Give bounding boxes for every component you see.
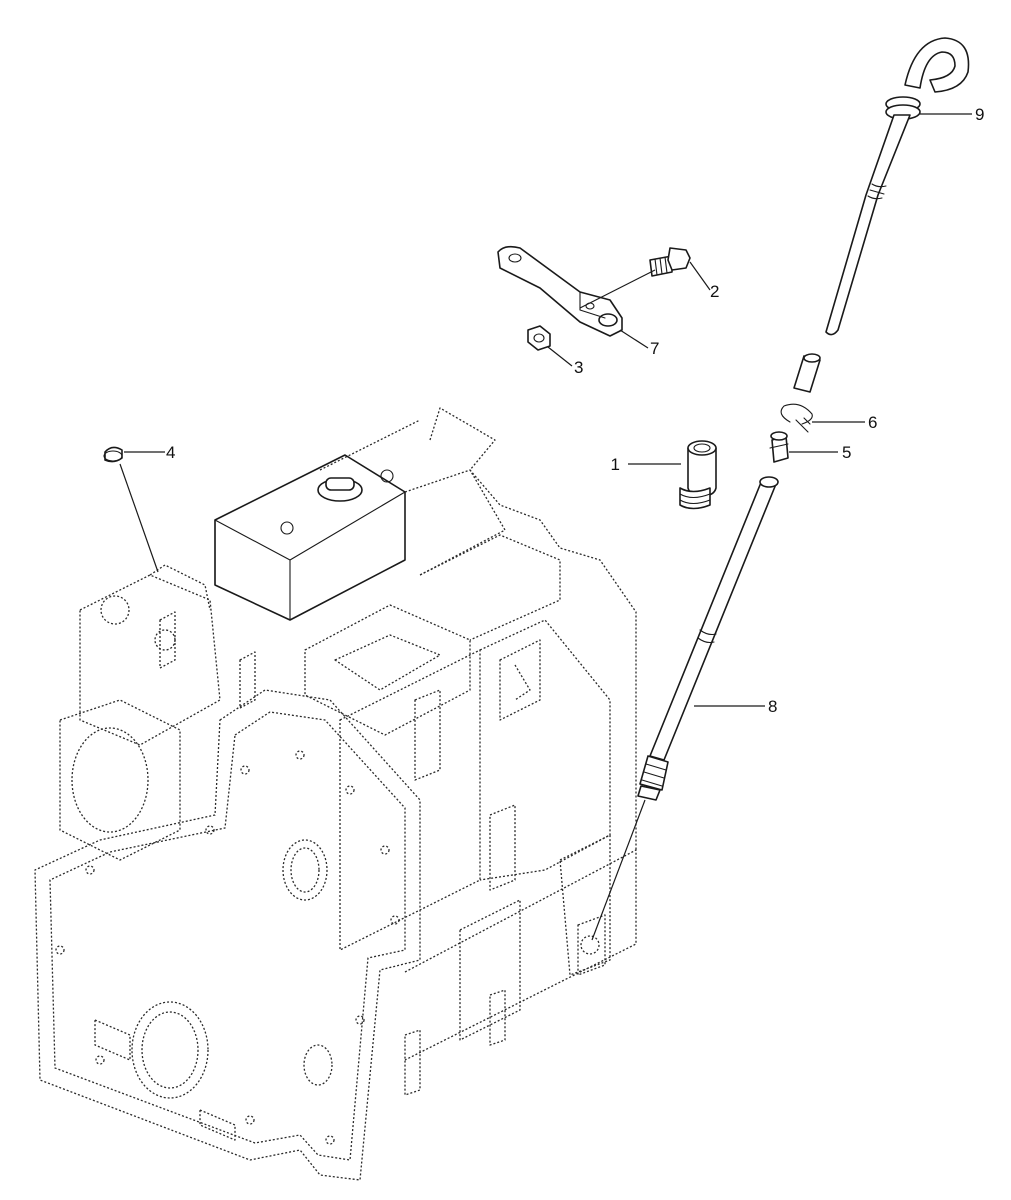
part-3-nut (527, 325, 551, 351)
part-2-bolt (649, 247, 691, 277)
part-1-guide-sleeve (679, 440, 717, 510)
callout-8: 8 (768, 697, 777, 716)
callout-2: 2 (710, 282, 719, 301)
callout-6: 6 (868, 413, 877, 432)
engine-block (34, 407, 637, 1181)
callout-9: 9 (975, 105, 984, 124)
callout-1: 1 (611, 455, 620, 474)
callout-3: 3 (574, 358, 583, 377)
part-7-bracket (497, 245, 623, 337)
part-5-connector (769, 431, 789, 463)
callout-4: 4 (166, 443, 175, 462)
callout-7: 7 (650, 339, 659, 358)
part-9-dipstick (825, 37, 970, 336)
callout-labels: 1 2 3 4 5 6 7 8 9 (166, 105, 984, 716)
dipstick-tube-sleeve (793, 353, 821, 393)
callout-5: 5 (842, 443, 851, 462)
part-6-clip (780, 403, 813, 433)
leader-lines (119, 113, 972, 941)
part-4-plug (103, 446, 123, 463)
part-8-guide-tube (637, 476, 779, 801)
